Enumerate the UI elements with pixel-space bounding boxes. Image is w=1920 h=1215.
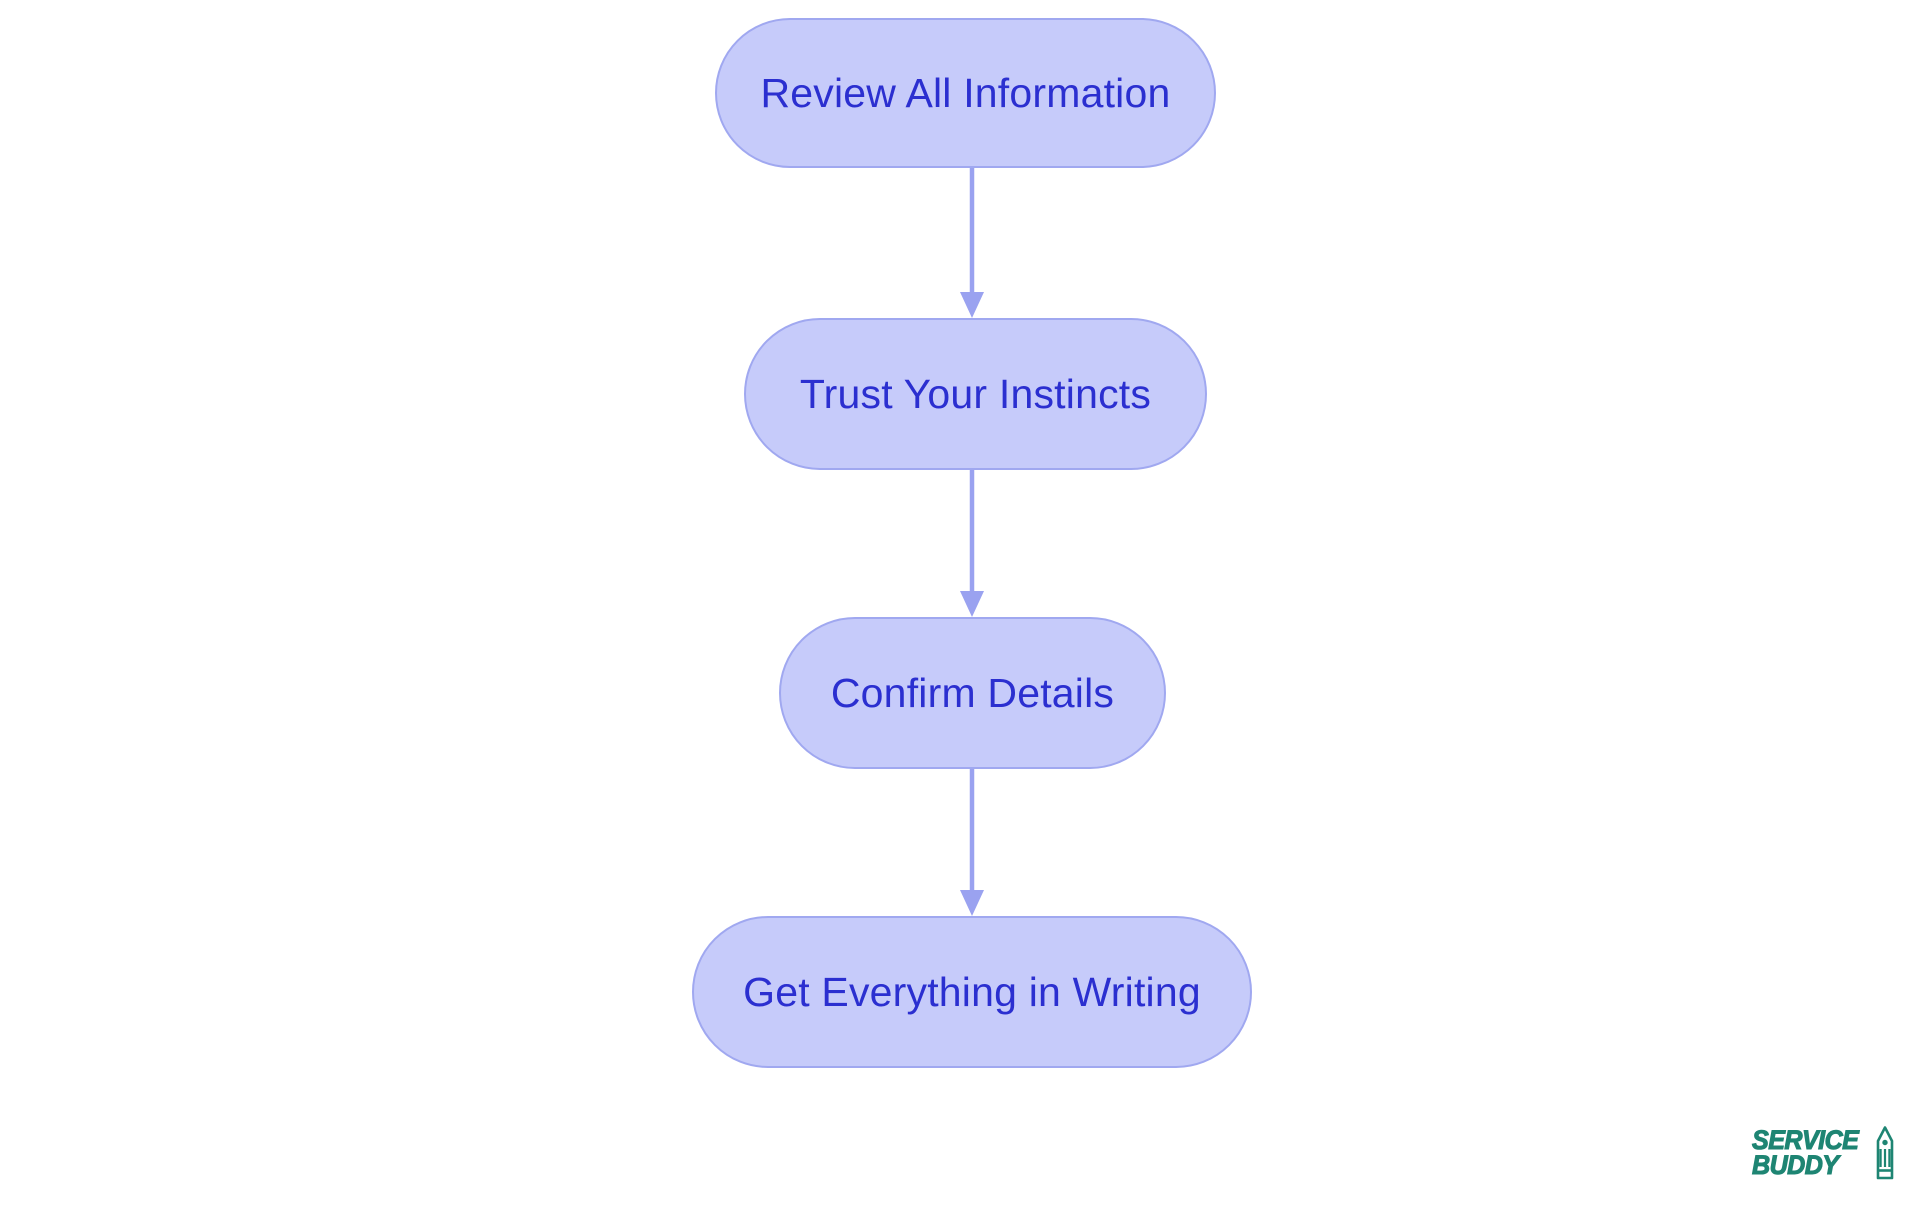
- flow-node-review-all-information[interactable]: Review All Information: [715, 18, 1216, 168]
- flow-node-label: Confirm Details: [830, 669, 1115, 716]
- brand-line-2: BUDDY: [1751, 1150, 1839, 1180]
- flow-node-confirm-details[interactable]: Confirm Details: [779, 617, 1166, 769]
- brand-wordmark: SERVICE BUDDY: [1751, 1124, 1866, 1180]
- flow-node-label: Trust Your Instincts: [799, 370, 1152, 417]
- brand-line-1: SERVICE: [1751, 1124, 1859, 1155]
- pencil-icon: [1877, 1126, 1894, 1180]
- flow-node-label: Review All Information: [760, 69, 1171, 116]
- flow-node-get-everything-in-writing[interactable]: Get Everything in Writing: [692, 916, 1252, 1068]
- connector-arrowhead: [960, 292, 984, 318]
- brand-logo: SERVICE BUDDY: [1751, 1124, 1895, 1180]
- connector-arrowhead: [960, 890, 984, 916]
- connector-arrowhead: [960, 591, 984, 617]
- flow-node-trust-your-instincts[interactable]: Trust Your Instincts: [744, 318, 1207, 470]
- flow-node-label: Get Everything in Writing: [743, 968, 1201, 1015]
